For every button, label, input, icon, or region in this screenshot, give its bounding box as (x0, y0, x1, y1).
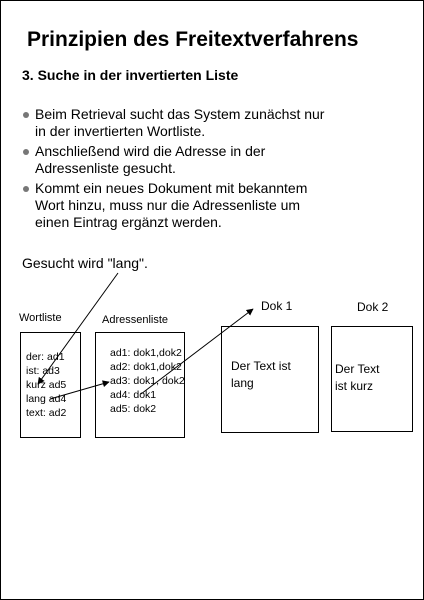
wortliste-row: text: ad2 (26, 407, 67, 419)
bullet-text-line: einen Eintrag ergänzt werden. (35, 214, 222, 230)
dok1-text: Der Text ist lang (231, 358, 291, 392)
wortliste-label: Wortliste (19, 312, 62, 324)
bullet-text-line: Anschließend wird die Adresse in der (35, 143, 266, 159)
bullet-text-line: Adressenliste gesucht. (35, 160, 176, 176)
adressenliste-rows: ad1: dok1,dok2 ad2: dok1,dok2 ad3: dok1,… (110, 346, 185, 416)
bullet-text-line: in der invertierten Wortliste. (35, 123, 206, 139)
adressenliste-row: ad5: dok2 (110, 403, 157, 415)
bullet-item: Anschließend wird die Adresse in der Adr… (23, 143, 368, 177)
wortliste-rows: der: ad1 ist: ad3 kurz ad5 lang ad4 text… (26, 350, 66, 420)
dok2-text: Der Text ist kurz (335, 361, 379, 395)
dok2-text-line: Der Text (335, 362, 380, 376)
dok2-text-line: ist kurz (335, 379, 374, 393)
bullet-dot-icon (23, 186, 29, 192)
wortliste-row: kurz ad5 (26, 379, 67, 391)
wortliste-to-adressenliste-arrow (49, 380, 110, 400)
bullet-text-line: Beim Retrieval sucht das System zunächst… (35, 106, 325, 122)
dok1-text-line: lang (231, 376, 254, 390)
dok1-text-line: Der Text ist (231, 359, 291, 373)
adressenliste-box: ad1: dok1,dok2 ad2: dok1,dok2 ad3: dok1,… (95, 332, 185, 438)
dok2-box: Der Text ist kurz (331, 326, 413, 432)
bullet-text-line: Wort hinzu, muss nur die Adressenliste u… (35, 197, 301, 213)
wortliste-box: der: ad1 ist: ad3 kurz ad5 lang ad4 text… (20, 332, 81, 438)
adressenliste-row: ad4: dok1 (110, 389, 157, 401)
adressenliste-row: ad2: dok1,dok2 (110, 361, 182, 373)
query-to-wortliste-arrow (37, 272, 119, 385)
bullet-item: Kommt ein neues Dokument mit bekanntem W… (23, 180, 368, 231)
bullet-dot-icon (23, 149, 29, 155)
bullet-item: Beim Retrieval sucht das System zunächst… (23, 106, 368, 140)
bullet-list: Beim Retrieval sucht das System zunächst… (23, 106, 368, 234)
query-text: Gesucht wird "lang". (22, 255, 148, 271)
slide-subtitle: 3. Suche in der invertierten Liste (22, 67, 239, 83)
wortliste-row: ist: ad3 (26, 365, 60, 377)
bullet-dot-icon (23, 112, 29, 118)
adressenliste-to-dok1-arrow (140, 308, 254, 395)
adressenliste-label: Adressenliste (102, 314, 169, 326)
adressenliste-row: ad1: dok1,dok2 (110, 347, 182, 359)
dok1-box: Der Text ist lang (221, 326, 319, 433)
slide-title: Prinzipien des Freitextverfahrens (27, 28, 359, 51)
bullet-text-line: Kommt ein neues Dokument mit bekanntem (35, 180, 308, 196)
wortliste-row: lang ad4 (26, 393, 67, 405)
adressenliste-row: ad3: dok1, dok2 (110, 375, 185, 387)
dok1-label: Dok 1 (261, 299, 293, 313)
dok2-label: Dok 2 (357, 300, 389, 314)
